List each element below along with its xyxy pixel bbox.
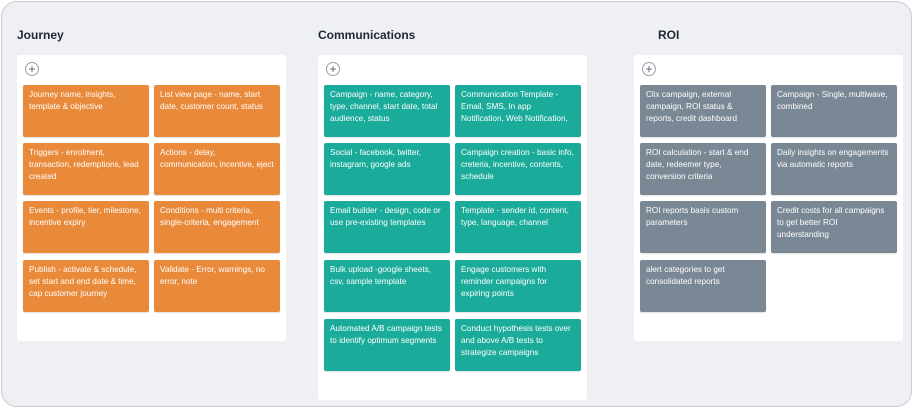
- column-journey: + Journey name, insights, template & obj…: [17, 55, 286, 341]
- card-journey[interactable]: List view page - name, start date, custo…: [154, 85, 280, 137]
- card-journey[interactable]: Validate - Error, warnings, no error, no…: [154, 260, 280, 312]
- add-card-button-roi[interactable]: +: [642, 62, 656, 76]
- card-journey[interactable]: Triggers - enrolment, transaction, redem…: [23, 143, 149, 195]
- add-card-button-communications[interactable]: +: [326, 62, 340, 76]
- card-journey[interactable]: Publish - activate & schedule, set start…: [23, 260, 149, 312]
- card-communications[interactable]: Communication Template - Email, SMS, In …: [455, 85, 581, 137]
- card-communications[interactable]: Bulk upload -google sheets, csv, sample …: [324, 260, 450, 312]
- card-communications[interactable]: Campaign - name, category, type, channel…: [324, 85, 450, 137]
- card-journey[interactable]: Conditions - multi criteria, single-crit…: [154, 201, 280, 253]
- card-communications[interactable]: Engage customers with reminder campaigns…: [455, 260, 581, 312]
- card-journey[interactable]: Actions - delay, communication, incentiv…: [154, 143, 280, 195]
- column-roi: + Clix campaign, external campaign, ROI …: [634, 55, 903, 341]
- card-communications[interactable]: Email builder - design, code or use pre-…: [324, 201, 450, 253]
- card-roi[interactable]: alert categories to get consolidated rep…: [640, 260, 766, 312]
- card-roi[interactable]: Credit costs for all campaigns to get be…: [771, 201, 897, 253]
- column-title-journey: Journey: [17, 28, 64, 42]
- card-roi[interactable]: Campaign - Single, multiwave, combined: [771, 85, 897, 137]
- card-communications[interactable]: Automated A/B campaign tests to identify…: [324, 319, 450, 371]
- card-roi[interactable]: ROI calculation - start & end date, rede…: [640, 143, 766, 195]
- card-communications[interactable]: Campaign creation - basic info, creteria…: [455, 143, 581, 195]
- card-journey[interactable]: Events - profile, tier, milestone, incen…: [23, 201, 149, 253]
- card-roi[interactable]: ROI reports basis custom parameters: [640, 201, 766, 253]
- column-title-roi: ROI: [658, 28, 680, 42]
- card-roi[interactable]: Clix campaign, external campaign, ROI st…: [640, 85, 766, 137]
- column-communications: + Campaign - name, category, type, chann…: [318, 55, 587, 400]
- plus-icon: +: [645, 61, 653, 76]
- plus-icon: +: [28, 61, 36, 76]
- plus-icon: +: [329, 61, 337, 76]
- card-communications[interactable]: Social - facebook, twitter, instagram, g…: [324, 143, 450, 195]
- card-journey[interactable]: Journey name, insights, template & objec…: [23, 85, 149, 137]
- card-communications[interactable]: Conduct hypothesis tests over and above …: [455, 319, 581, 371]
- card-communications[interactable]: Template - sender id, content, type, lan…: [455, 201, 581, 253]
- add-card-button-journey[interactable]: +: [25, 62, 39, 76]
- column-title-communications: Communications: [318, 28, 416, 42]
- card-roi[interactable]: Daily insights on engagements via automa…: [771, 143, 897, 195]
